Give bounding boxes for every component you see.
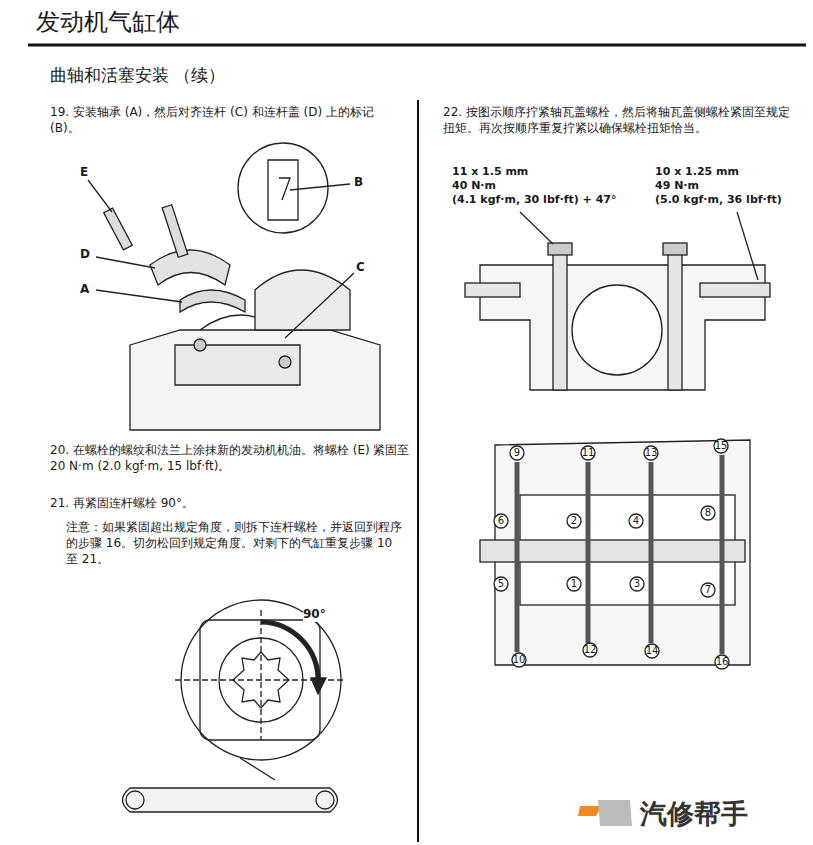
circle bbox=[512, 653, 526, 667]
bolt-spec: 11 x 1.5 mm bbox=[452, 165, 528, 180]
circle bbox=[583, 643, 597, 657]
leader-line bbox=[96, 290, 182, 302]
angle-label: 90° bbox=[303, 606, 326, 622]
rod-end-eye bbox=[316, 791, 334, 809]
torque-angle-figure bbox=[123, 600, 346, 812]
tightening-sequence bbox=[480, 439, 750, 669]
circle bbox=[494, 577, 508, 591]
callout-letter: C bbox=[356, 259, 365, 275]
bolt-head bbox=[279, 356, 291, 368]
bolt bbox=[649, 462, 654, 643]
note-text: 注意：如果紧固超出规定角度，则拆下连杆螺栓，并返回到程序的步骤 16。切勿松回到… bbox=[66, 519, 406, 568]
sequence-number: 16 bbox=[714, 655, 730, 669]
step-text: 19. 安装轴承 (A)，然后对齐连杆 (C) 和连杆盖 (D) 上的标记 (B… bbox=[50, 104, 405, 136]
leader-line bbox=[96, 257, 155, 268]
sequence-number: 8 bbox=[700, 506, 716, 520]
bolt-head bbox=[663, 243, 687, 255]
rod-cap-d bbox=[150, 250, 230, 285]
step-text: 21. 再紧固连杆螺栓 90°。 bbox=[50, 495, 410, 511]
number-circles bbox=[494, 439, 729, 669]
torque-spec: 40 N·m bbox=[452, 179, 496, 194]
torque-spec: (5.0 kgf·m, 36 lbf·ft) bbox=[655, 193, 782, 208]
journal-bore bbox=[572, 285, 662, 375]
sequence-number: 2 bbox=[566, 514, 582, 528]
leader-line bbox=[290, 184, 350, 190]
sequence-number: 12 bbox=[582, 643, 598, 657]
sequence-number: 6 bbox=[493, 514, 509, 528]
bearing-cap-section bbox=[465, 212, 770, 390]
circle bbox=[510, 446, 524, 460]
sequence-number: 3 bbox=[629, 577, 645, 591]
cap-bolt bbox=[668, 250, 682, 390]
sequence-number: 9 bbox=[509, 446, 525, 460]
angle-arrow bbox=[261, 622, 318, 682]
sequence-number: 5 bbox=[493, 577, 509, 591]
circle bbox=[567, 577, 581, 591]
leader-line bbox=[520, 212, 553, 244]
center-line bbox=[260, 610, 261, 740]
watermark: 汽修帮手 bbox=[640, 796, 748, 832]
sequence-number: 1 bbox=[566, 577, 582, 591]
circle bbox=[630, 577, 644, 591]
section-heading: 曲轴和活塞安装 （续） bbox=[50, 64, 225, 87]
rod-end-eye bbox=[126, 791, 144, 809]
sequence-number: 10 bbox=[511, 653, 527, 667]
sequence-number: 11 bbox=[580, 446, 596, 460]
callout-letter: A bbox=[80, 281, 89, 297]
circle bbox=[494, 514, 508, 528]
bolt bbox=[586, 462, 591, 643]
column-divider bbox=[417, 100, 419, 842]
callout-letter: E bbox=[80, 164, 88, 180]
torque-spec: (4.1 kgf·m, 30 lbf·ft) + 47° bbox=[452, 193, 616, 208]
sequence-number: 7 bbox=[700, 583, 716, 597]
circle bbox=[629, 514, 643, 528]
bolt-head bbox=[194, 339, 206, 351]
bearing-a bbox=[180, 290, 245, 312]
logo-mark bbox=[598, 800, 632, 826]
conrod-assembly bbox=[88, 143, 380, 430]
side-bolt bbox=[700, 283, 770, 297]
crankshaft bbox=[480, 540, 745, 562]
bolt-spec: 10 x 1.25 mm bbox=[655, 165, 739, 180]
bolt bbox=[515, 462, 520, 652]
connecting-rod bbox=[123, 788, 338, 812]
circle bbox=[715, 655, 729, 669]
callout-letter: D bbox=[80, 246, 90, 262]
circle bbox=[644, 446, 658, 460]
step-text: 20. 在螺栓的螺纹和法兰上涂抹新的发动机机油。将螺栓 (E) 紧固至 20 N… bbox=[50, 442, 410, 474]
leader-line bbox=[737, 212, 758, 280]
sequence-number: 13 bbox=[643, 446, 659, 460]
leader-line bbox=[240, 758, 275, 780]
circle bbox=[701, 506, 715, 520]
circle bbox=[645, 644, 659, 658]
sequence-number: 14 bbox=[644, 644, 660, 658]
circle bbox=[714, 439, 728, 453]
cap-bolt bbox=[553, 250, 567, 390]
mark-b bbox=[279, 178, 290, 200]
cap-seat bbox=[175, 345, 300, 385]
circle bbox=[701, 583, 715, 597]
arrow-head bbox=[311, 678, 326, 694]
leader-line bbox=[285, 273, 354, 338]
callout-letter: B bbox=[354, 174, 363, 190]
sequence-number: 15 bbox=[713, 439, 729, 453]
header-rule bbox=[28, 44, 806, 47]
page-title: 发动机气缸体 bbox=[36, 6, 180, 38]
circle bbox=[581, 446, 595, 460]
torque-spec: 49 N·m bbox=[655, 179, 699, 194]
step-text: 22. 按图示顺序拧紧轴瓦盖螺栓，然后将轴瓦盖侧螺栓紧固至规定扭矩。再次按顺序重… bbox=[443, 104, 798, 136]
sequence-number: 4 bbox=[628, 514, 644, 528]
leader-line bbox=[88, 180, 112, 212]
bolt-e bbox=[104, 208, 133, 250]
logo-mark bbox=[578, 806, 602, 816]
bolt bbox=[720, 455, 725, 654]
bolt bbox=[162, 205, 188, 258]
block-outline bbox=[130, 330, 380, 430]
side-bolt bbox=[465, 283, 520, 297]
circle bbox=[567, 514, 581, 528]
bolt-head bbox=[548, 243, 572, 255]
